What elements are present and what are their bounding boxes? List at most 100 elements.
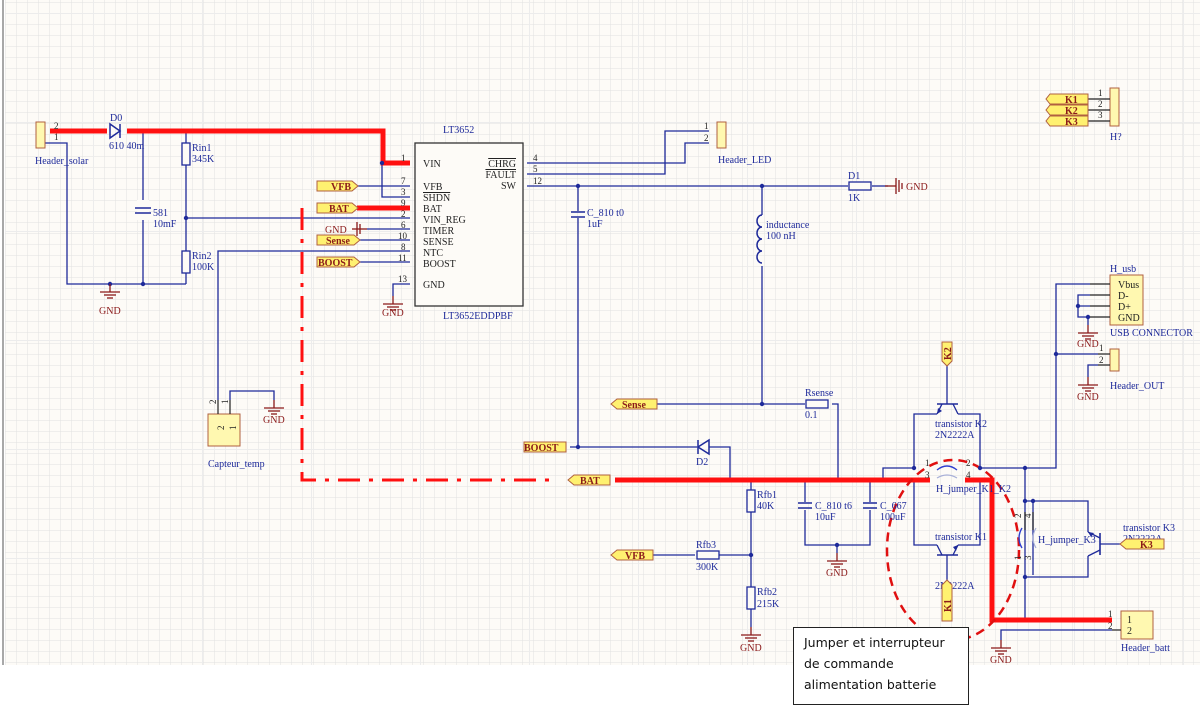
svg-text:1: 1 xyxy=(1013,556,1023,561)
svg-text:GND: GND xyxy=(740,643,762,654)
component-label: 581 xyxy=(153,208,168,219)
diode-d2[interactable]: D2 xyxy=(696,438,710,468)
svg-text:1: 1 xyxy=(925,458,930,468)
resistor-rfb1[interactable]: Rfb1 40K xyxy=(746,489,777,513)
capacitor-c810-t6[interactable]: C_810 t6 10uF xyxy=(798,501,852,523)
component-label: transistor K3 xyxy=(1123,523,1175,534)
component-value: 345K xyxy=(192,154,215,165)
svg-text:BAT: BAT xyxy=(329,204,349,215)
header-batt[interactable]: 1 2 1 2 Header_batt xyxy=(1108,609,1170,654)
jumper-k3[interactable]: 2 4 1 3 H_jumper_K3 xyxy=(1013,512,1096,560)
header-led[interactable]: 1 2 Header_LED xyxy=(704,121,771,166)
svg-text:2: 2 xyxy=(1098,99,1103,109)
port-k2-header[interactable]: K2 xyxy=(1045,104,1089,117)
svg-text:VFB: VFB xyxy=(331,182,351,193)
transistor-k1[interactable]: transistor K1 2N2222A xyxy=(935,532,987,592)
svg-text:GND: GND xyxy=(325,225,347,236)
port-k2[interactable]: K2 xyxy=(941,341,954,367)
capacitor-c667[interactable]: C_667 100uF xyxy=(863,501,907,523)
svg-text:7: 7 xyxy=(401,176,406,186)
component-label: transistor K1 xyxy=(935,532,987,543)
capteur-temp[interactable]: 2 1 2 1 Capteur_temp xyxy=(207,400,265,471)
junction-dots xyxy=(107,160,1091,580)
gnd-symbol-d1: GND xyxy=(885,178,928,194)
resistor-rfb3[interactable]: Rfb3 300K xyxy=(696,540,720,573)
component-value: 0.1 xyxy=(805,410,818,421)
port-k3[interactable]: K3 xyxy=(1119,538,1165,551)
svg-text:1: 1 xyxy=(1127,615,1132,626)
svg-text:D-: D- xyxy=(1118,291,1129,302)
header-h7[interactable]: 1 2 3 H? xyxy=(1088,87,1122,143)
component-label: Header_batt xyxy=(1121,643,1170,654)
svg-text:2: 2 xyxy=(216,426,226,431)
svg-text:11: 11 xyxy=(398,253,407,263)
port-k1[interactable]: K1 xyxy=(941,579,954,622)
ic-right-pin-names: CHRG FAULT SW xyxy=(485,159,516,192)
transistor-k2[interactable]: transistor K2 2N2222A xyxy=(935,403,987,441)
resistor-rsense[interactable]: Rsense 0.1 xyxy=(805,388,834,421)
svg-text:BOOST: BOOST xyxy=(318,258,353,269)
svg-text:5: 5 xyxy=(533,164,538,174)
svg-text:3: 3 xyxy=(1023,555,1033,560)
port-sense[interactable]: Sense xyxy=(610,398,658,411)
ic-lt3652[interactable]: LT3652 LT3652EDDPBF 1 7 3 9 2 6 10 8 11 … xyxy=(398,125,542,322)
svg-text:10: 10 xyxy=(398,231,408,241)
annotation-line: Jumper et interrupteur xyxy=(804,635,945,650)
component-label: H_jumper_K1_K2 xyxy=(936,484,1011,495)
ic-part: LT3652EDDPBF xyxy=(443,311,513,322)
svg-text:3: 3 xyxy=(925,470,930,480)
gnd-symbol: GND xyxy=(99,283,121,317)
highlighted-power-net xyxy=(50,128,1112,623)
component-value: 215K xyxy=(757,599,780,610)
component-label: Rsense xyxy=(805,388,834,399)
svg-text:GND: GND xyxy=(1077,392,1099,403)
gnd-symbol: GND xyxy=(263,399,285,426)
header-solar[interactable]: 2 1 Header_solar xyxy=(35,121,89,167)
resistor-rin1[interactable]: Rin1 345K xyxy=(181,142,215,166)
port-boost[interactable]: BOOST xyxy=(523,441,567,454)
component-part: USB CONNECTOR xyxy=(1110,328,1193,339)
component-label: C_667 xyxy=(880,501,907,512)
jumper-k1-k2[interactable]: 1 2 3 4 H_jumper_K1_K2 xyxy=(925,458,1011,495)
svg-text:BAT: BAT xyxy=(423,204,442,215)
svg-text:12: 12 xyxy=(533,176,542,186)
port-boost-ic[interactable]: BOOST xyxy=(316,256,361,269)
header-out[interactable]: 1 2 Header_OUT xyxy=(1098,343,1164,392)
svg-text:NTC: NTC xyxy=(423,248,443,259)
svg-text:K3: K3 xyxy=(1140,540,1153,551)
port-gnd-timer[interactable]: GND xyxy=(325,222,367,236)
resistor-d1[interactable]: D1 1K xyxy=(848,171,872,204)
usb-connector[interactable]: H_usb Vbus D- D+ GND USB CONNECTOR xyxy=(1090,264,1193,339)
svg-text:1: 1 xyxy=(704,121,709,131)
component-label: Rin1 xyxy=(192,143,211,154)
svg-text:13: 13 xyxy=(398,274,408,284)
component-label: inductance xyxy=(766,220,810,231)
port-k3-header[interactable]: K3 xyxy=(1045,115,1089,128)
resistor-rin2[interactable]: Rin2 100K xyxy=(181,250,215,274)
resistor-rfb2[interactable]: Rfb2 215K xyxy=(746,586,780,610)
svg-text:SENSE: SENSE xyxy=(423,237,454,248)
gnd-symbol: GND xyxy=(1077,324,1099,350)
ic-left-pin-names: VIN VFB SHDN BAT VIN_REG TIMER SENSE NTC… xyxy=(423,159,466,291)
port-k1-header[interactable]: K1 xyxy=(1045,93,1089,106)
port-vfb-ic[interactable]: VFB xyxy=(316,180,359,193)
capacitor-581[interactable]: 581 10mF xyxy=(135,200,177,230)
capacitor-c810-t0[interactable]: C_810 t0 1uF xyxy=(571,208,624,230)
gnd-symbol: GND xyxy=(1077,376,1099,403)
port-bat[interactable]: BAT xyxy=(567,474,611,487)
svg-text:1: 1 xyxy=(1098,88,1103,98)
inductor[interactable]: inductance 100 nH xyxy=(756,214,810,264)
svg-text:GND: GND xyxy=(990,655,1012,666)
port-bat-ic[interactable]: BAT xyxy=(316,202,359,215)
svg-text:CHRG: CHRG xyxy=(488,159,516,170)
svg-text:GND: GND xyxy=(826,568,848,579)
svg-text:2: 2 xyxy=(966,458,971,468)
component-label: C_810 t0 xyxy=(587,208,624,219)
port-sense-ic[interactable]: Sense xyxy=(316,234,361,247)
diode-d0[interactable]: D0 610 40m xyxy=(109,113,145,152)
svg-text:BAT: BAT xyxy=(580,476,600,487)
svg-text:4: 4 xyxy=(966,470,971,480)
port-vfb[interactable]: VFB xyxy=(610,549,654,562)
svg-text:VIN: VIN xyxy=(423,159,441,170)
